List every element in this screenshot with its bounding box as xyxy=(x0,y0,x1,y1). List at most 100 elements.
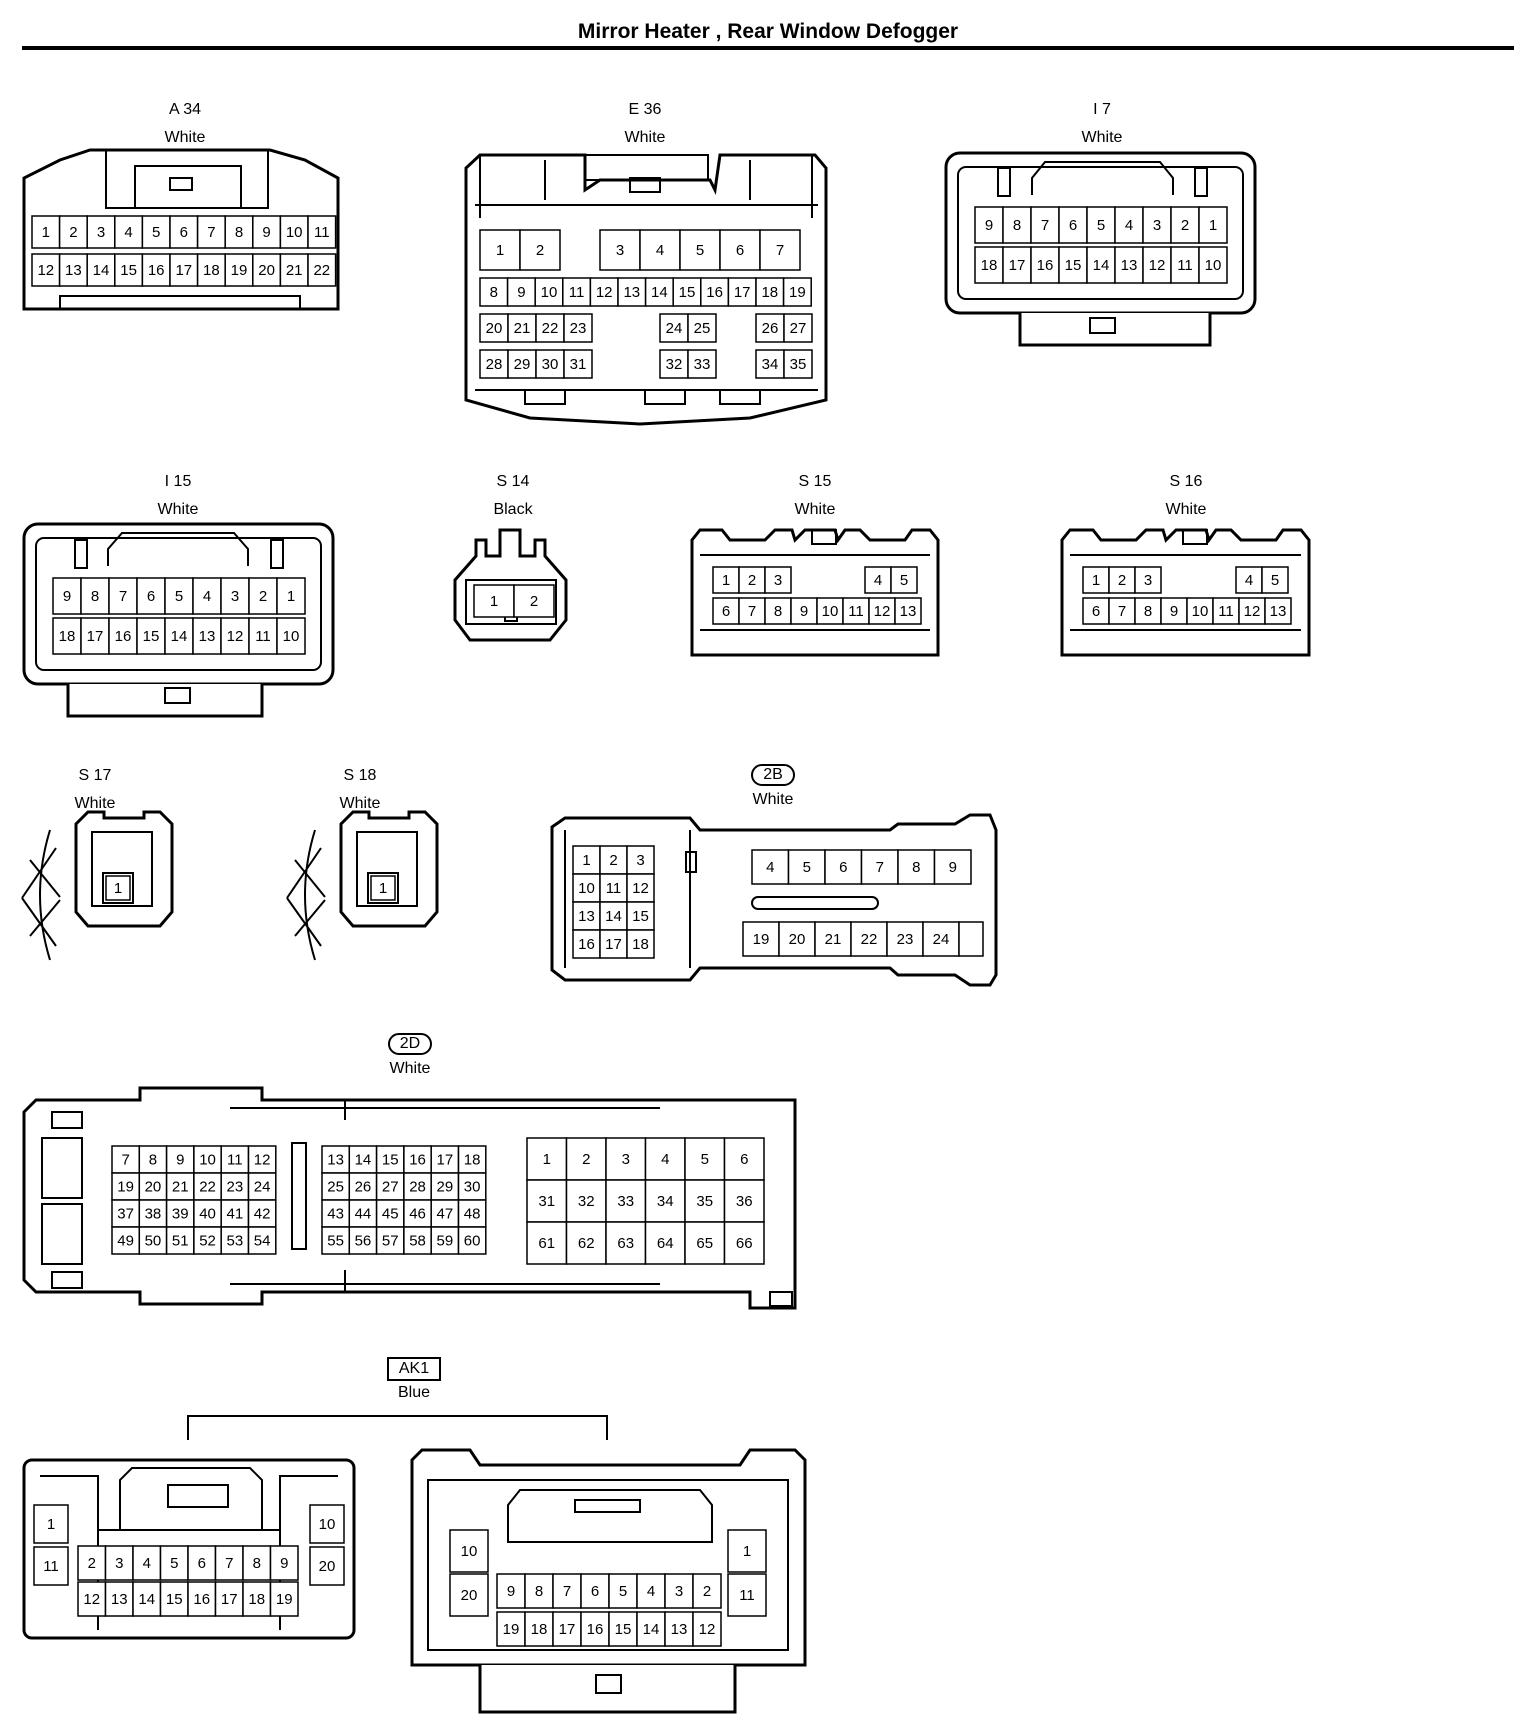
pin-cavity xyxy=(108,577,138,615)
pin-cavity xyxy=(169,253,199,287)
pin-number: 10 xyxy=(578,880,595,897)
pin-number: 8 xyxy=(235,224,243,241)
pin-cavity xyxy=(1108,566,1136,594)
pin-number: 17 xyxy=(87,628,104,645)
pin-number: 14 xyxy=(643,1621,660,1638)
pin-number: 45 xyxy=(382,1206,399,1223)
connector-id: 2D xyxy=(387,1033,433,1055)
pin-number: 19 xyxy=(231,262,248,279)
pin-cavity xyxy=(727,1573,767,1617)
pin-number: 16 xyxy=(409,1152,426,1169)
pin-cavity xyxy=(1086,206,1116,244)
connector-color: White xyxy=(752,791,794,808)
pin-number: 7 xyxy=(207,224,215,241)
pin-number: 7 xyxy=(563,1583,571,1600)
pin-number: 14 xyxy=(138,1591,155,1608)
pin-cavity xyxy=(692,1573,722,1609)
pin-cavity xyxy=(659,313,689,343)
pin-number: 1 xyxy=(287,588,295,605)
pin-cavity xyxy=(321,1172,351,1201)
pin-number: 15 xyxy=(143,628,160,645)
pin-number: 31 xyxy=(570,356,587,373)
pin-number: 16 xyxy=(578,936,595,953)
pin-number: 7 xyxy=(119,588,127,605)
pin-number: 3 xyxy=(97,224,105,241)
pin-number: 63 xyxy=(617,1235,634,1252)
pin-number: 8 xyxy=(774,603,782,620)
pin-cavity xyxy=(759,229,801,271)
pin-cavity xyxy=(526,1221,568,1265)
pin-cavity xyxy=(787,849,826,885)
pin-number: 18 xyxy=(464,1152,481,1169)
pin-cavity xyxy=(782,277,812,307)
pin-cavity xyxy=(886,921,924,957)
pin-number: 64 xyxy=(657,1235,674,1252)
pin-number: 11 xyxy=(606,880,622,897)
pin-number: 44 xyxy=(355,1206,372,1223)
pin-number: 5 xyxy=(619,1583,627,1600)
pin-number: 13 xyxy=(65,262,82,279)
pin-number: 17 xyxy=(734,284,751,301)
pin-cavity xyxy=(723,1137,765,1181)
pin-cavity xyxy=(104,1581,134,1617)
pin-cavity xyxy=(479,229,521,271)
pin-number: 14 xyxy=(651,284,668,301)
label-i7: I 7 White xyxy=(1022,100,1182,148)
pin-number: 4 xyxy=(1125,217,1133,234)
pin-cavity xyxy=(496,1573,526,1609)
connector-color: White xyxy=(157,501,199,518)
pin-number: 13 xyxy=(111,1591,128,1608)
pin-number: 20 xyxy=(319,1558,336,1575)
label-s16: S 16 White xyxy=(1106,472,1266,520)
pin-number: 23 xyxy=(570,320,587,337)
pin-number: 22 xyxy=(542,320,559,337)
pin-number: 5 xyxy=(152,224,160,241)
pin-number: 52 xyxy=(199,1233,216,1250)
pin-cavity xyxy=(727,277,757,307)
pin-number: 2 xyxy=(609,852,617,869)
connector-color: White xyxy=(74,795,116,812)
connector-s17 xyxy=(21,810,174,961)
pin-cavity xyxy=(1002,206,1032,244)
pin-cavity xyxy=(449,1573,489,1617)
pin-cavity xyxy=(644,1221,686,1265)
pin-number: 43 xyxy=(327,1206,344,1223)
pin-cavity xyxy=(165,1145,195,1174)
pin-number: 12 xyxy=(874,603,891,620)
pin-cavity xyxy=(307,253,337,287)
pin-number: 5 xyxy=(1271,572,1279,589)
pin-number: 20 xyxy=(258,262,275,279)
pin-number: 11 xyxy=(43,1558,59,1575)
pin-cavity xyxy=(33,1546,69,1586)
pin-cavity xyxy=(31,253,61,287)
label-2b: 2B White xyxy=(693,764,853,810)
pin-number: 17 xyxy=(559,1621,576,1638)
pin-number: 53 xyxy=(227,1233,244,1250)
pin-number: 55 xyxy=(327,1233,344,1250)
pin-cavity xyxy=(136,617,166,655)
pin-number: 8 xyxy=(91,588,99,605)
pin-number: 8 xyxy=(535,1583,543,1600)
pin-number: 16 xyxy=(193,1591,210,1608)
page-title: Mirror Heater , Rear Window Defogger xyxy=(577,20,959,43)
pin-number: 19 xyxy=(276,1591,293,1608)
pin-number: 9 xyxy=(985,217,993,234)
pin-number: 1 xyxy=(114,880,122,897)
pin-cavity xyxy=(626,845,655,875)
pin-number: 50 xyxy=(145,1233,162,1250)
pin-number: 1 xyxy=(1209,217,1217,234)
pin-cavity xyxy=(187,1581,217,1617)
pin-cavity xyxy=(105,875,131,901)
pin-cavity xyxy=(816,597,844,625)
pin-number: 24 xyxy=(933,931,950,948)
pin-number: 16 xyxy=(1037,257,1054,274)
pin-number: 35 xyxy=(790,356,807,373)
pin-number: 57 xyxy=(382,1233,399,1250)
pin-number: 24 xyxy=(666,320,683,337)
pin-cavity xyxy=(247,1199,277,1228)
pin-cavity xyxy=(86,215,116,249)
pin-cavity xyxy=(552,1573,582,1609)
pin-number: 17 xyxy=(221,1591,238,1608)
